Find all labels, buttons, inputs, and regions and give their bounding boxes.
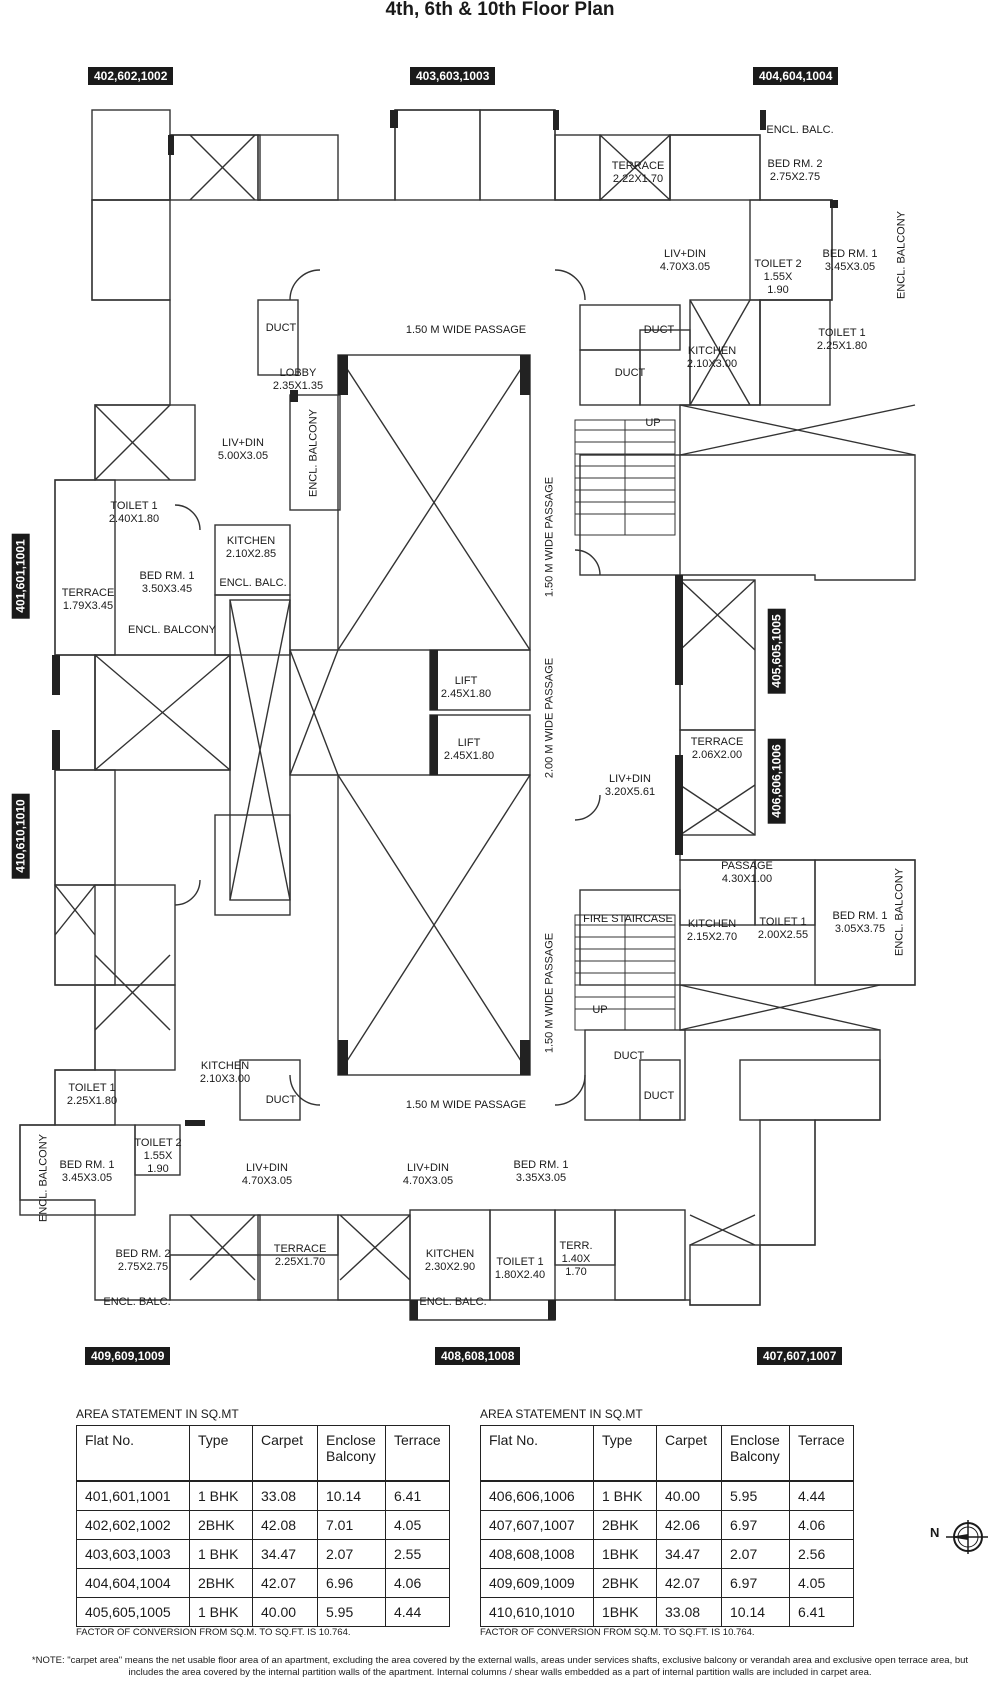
room-label: FIRE STAIRCASE: [583, 913, 673, 925]
room-label: ENCL. BALC.: [766, 124, 834, 136]
header-terrace: Terrace: [789, 1425, 854, 1482]
flat-tag-405: 405,605,1005: [767, 608, 786, 694]
floor-plan-drawing: [19, 109, 916, 1321]
header-carpet: Carpet: [656, 1425, 722, 1482]
header-flat-no: Flat No.: [480, 1425, 594, 1482]
room-label: ENCL. BALC.: [103, 1296, 171, 1308]
header-type: Type: [189, 1425, 253, 1482]
page-title: 4th, 6th & 10th Floor Plan: [385, 0, 615, 20]
area-statement-title-right: AREA STATEMENT IN SQ.MT: [480, 1407, 643, 1421]
room-label: DUCT: [613, 1050, 645, 1062]
header-carpet: Carpet: [252, 1425, 318, 1482]
room-label: 1.50 M WIDE PASSAGE: [405, 1099, 527, 1111]
header-flat-no: Flat No.: [76, 1425, 190, 1482]
vertical-room-label: ENCL. BALCONY: [893, 867, 906, 957]
flat-tag-406: 406,606,1006: [767, 738, 786, 824]
conversion-factor-left: FACTOR OF CONVERSION FROM SQ.M. TO SQ.FT…: [76, 1627, 351, 1638]
header-terrace: Terrace: [385, 1425, 450, 1482]
vertical-room-label: ENCL. BALCONY: [307, 408, 320, 498]
vertical-room-label: 1.50 M WIDE PASSAGE: [543, 932, 556, 1054]
flat-tag-408: 408,608,1008: [435, 1347, 521, 1365]
flat-tag-410: 410,610,1010: [11, 793, 30, 879]
header-enclose-balcony: Enclose Balcony: [317, 1425, 386, 1482]
area-table-left: Flat No. Type Carpet Enclose Balcony Ter…: [76, 1425, 450, 1627]
carpet-area-note: *NOTE: "carpet area" means the net usabl…: [31, 1655, 969, 1678]
room-label: UP: [645, 417, 661, 429]
room-label: DUCT: [265, 322, 297, 334]
header-enclose-balcony: Enclose Balcony: [721, 1425, 790, 1482]
north-letter: N: [930, 1525, 940, 1540]
flat-tag-409: 409,609,1009: [85, 1347, 171, 1365]
flat-tag-404: 404,604,1004: [753, 67, 839, 85]
header-type: Type: [593, 1425, 657, 1482]
room-label: ENCL. BALC.: [419, 1296, 487, 1308]
flat-tag-403: 403,603,1003: [410, 67, 496, 85]
flat-tag-407: 407,607,1007: [757, 1347, 843, 1365]
vertical-room-label: 1.50 M WIDE PASSAGE: [543, 476, 556, 598]
flat-tag-402: 402,602,1002: [88, 67, 174, 85]
room-label: ENCL. BALCONY: [127, 624, 217, 636]
room-label: DUCT: [614, 367, 646, 379]
room-label: DUCT: [643, 1090, 675, 1102]
room-label: DUCT: [643, 324, 675, 336]
room-label: ENCL. BALC.: [219, 577, 287, 589]
room-label: 1.50 M WIDE PASSAGE: [405, 324, 527, 336]
area-statement-title: AREA STATEMENT IN SQ.MT: [76, 1407, 239, 1421]
vertical-room-label: 2.00 M WIDE PASSAGE: [543, 657, 556, 779]
room-label: UP: [592, 1004, 608, 1016]
conversion-factor-right: FACTOR OF CONVERSION FROM SQ.M. TO SQ.FT…: [480, 1627, 755, 1638]
room-label: DUCT: [265, 1094, 297, 1106]
flat-tag-401: 401,601,1001: [11, 533, 30, 619]
north-arrow: N: [930, 1515, 990, 1560]
vertical-room-label: ENCL. BALCONY: [37, 1133, 50, 1223]
compass-icon: [946, 1520, 988, 1554]
area-table-right: Flat No. Type Carpet Enclose Balcony Ter…: [480, 1425, 854, 1627]
vertical-room-label: ENCL. BALCONY: [895, 210, 908, 300]
